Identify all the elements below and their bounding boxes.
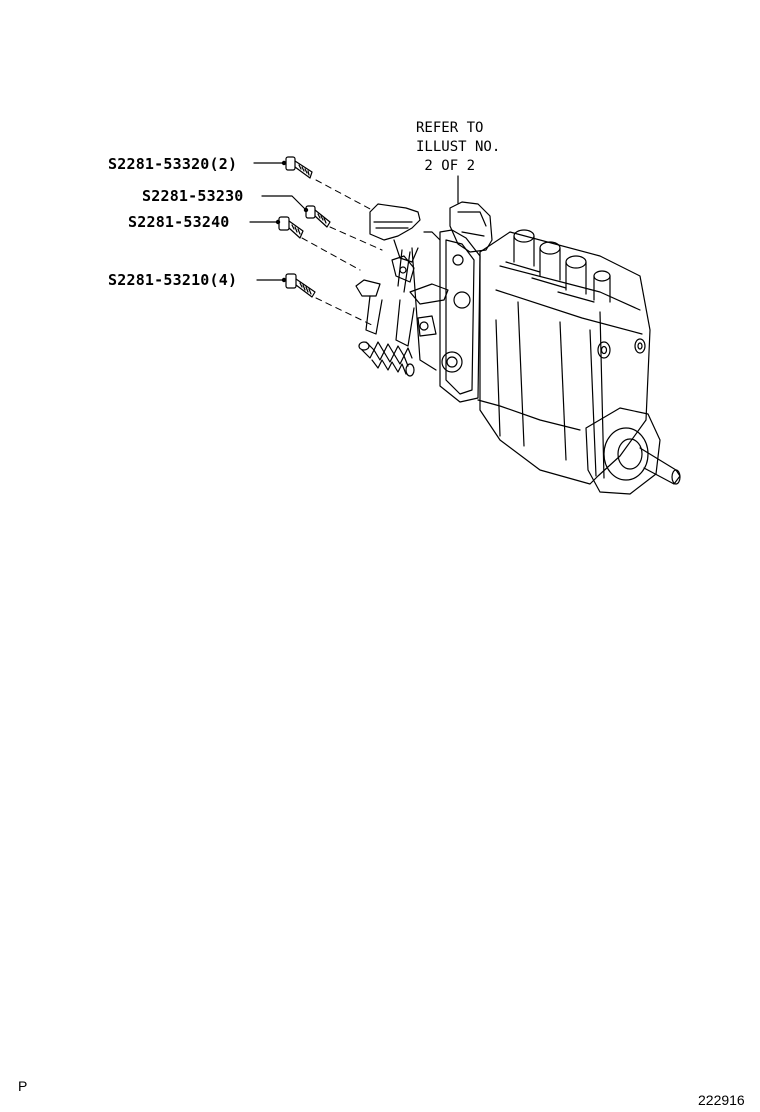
part-label-2[interactable]: S2281-53230 (142, 187, 244, 205)
bolt-icon (278, 216, 304, 239)
part-label-3[interactable]: S2281-53240 (128, 213, 230, 231)
governor-top-boss (449, 201, 493, 253)
illustration-number: 222916 (698, 1092, 745, 1108)
leader-lines (249, 160, 459, 283)
bolt-icon (285, 273, 316, 298)
page-letter: P (18, 1078, 28, 1094)
reference-note-line-2: ILLUST NO. (416, 139, 501, 155)
governor-cover (369, 203, 421, 293)
part-label-4[interactable]: S2281-53210(4) (108, 271, 238, 289)
dashed-install-lines (301, 179, 383, 327)
injection-pump-body (477, 231, 651, 485)
spring-icon (358, 341, 415, 377)
pump-side-details (597, 338, 646, 359)
bolt-icon (305, 205, 331, 228)
drive-flange (585, 407, 681, 495)
part-label-1[interactable]: S2281-53320(2) (108, 155, 238, 173)
reference-note-line-1: REFER TO (416, 120, 484, 136)
bolt-icon (285, 156, 313, 179)
reference-note-line-3: 2 OF 2 (416, 158, 476, 174)
governor-housing (411, 229, 481, 403)
linkage-levers (355, 255, 449, 347)
delivery-valve-holders (505, 229, 611, 303)
